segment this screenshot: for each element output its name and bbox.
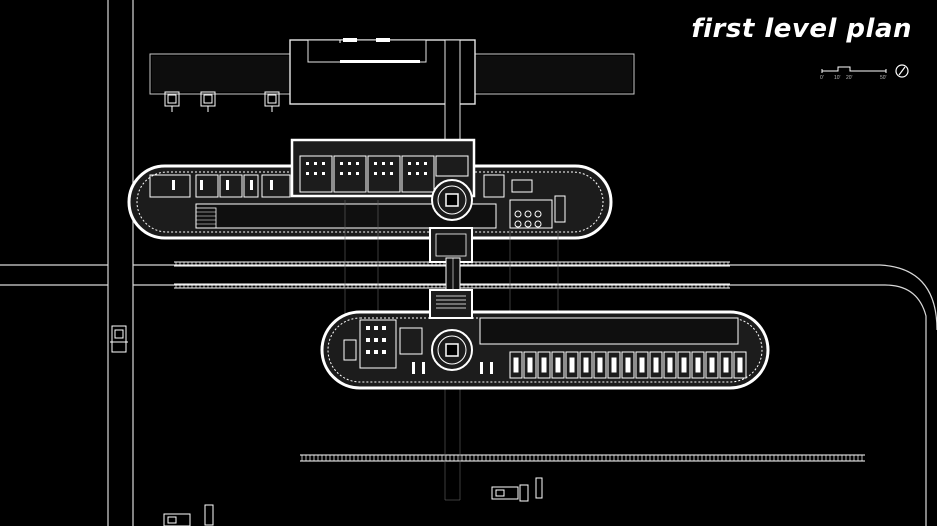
truck-icon [110, 325, 543, 526]
column-grid [344, 200, 559, 501]
scale-label-20: 20' [846, 75, 853, 81]
upper-platform [149, 38, 635, 143]
north-arrow-icon [895, 64, 909, 78]
scale-bar [821, 66, 887, 73]
scale-label-0: 0' [820, 75, 824, 81]
lower-building [320, 289, 770, 390]
scale-label-50: 50' [880, 75, 887, 81]
bridge [445, 257, 461, 295]
upper-building [127, 138, 613, 263]
plan-title: first level plan [691, 14, 912, 44]
truck-icon [164, 91, 280, 112]
scale-label-10: 10' [834, 75, 841, 81]
